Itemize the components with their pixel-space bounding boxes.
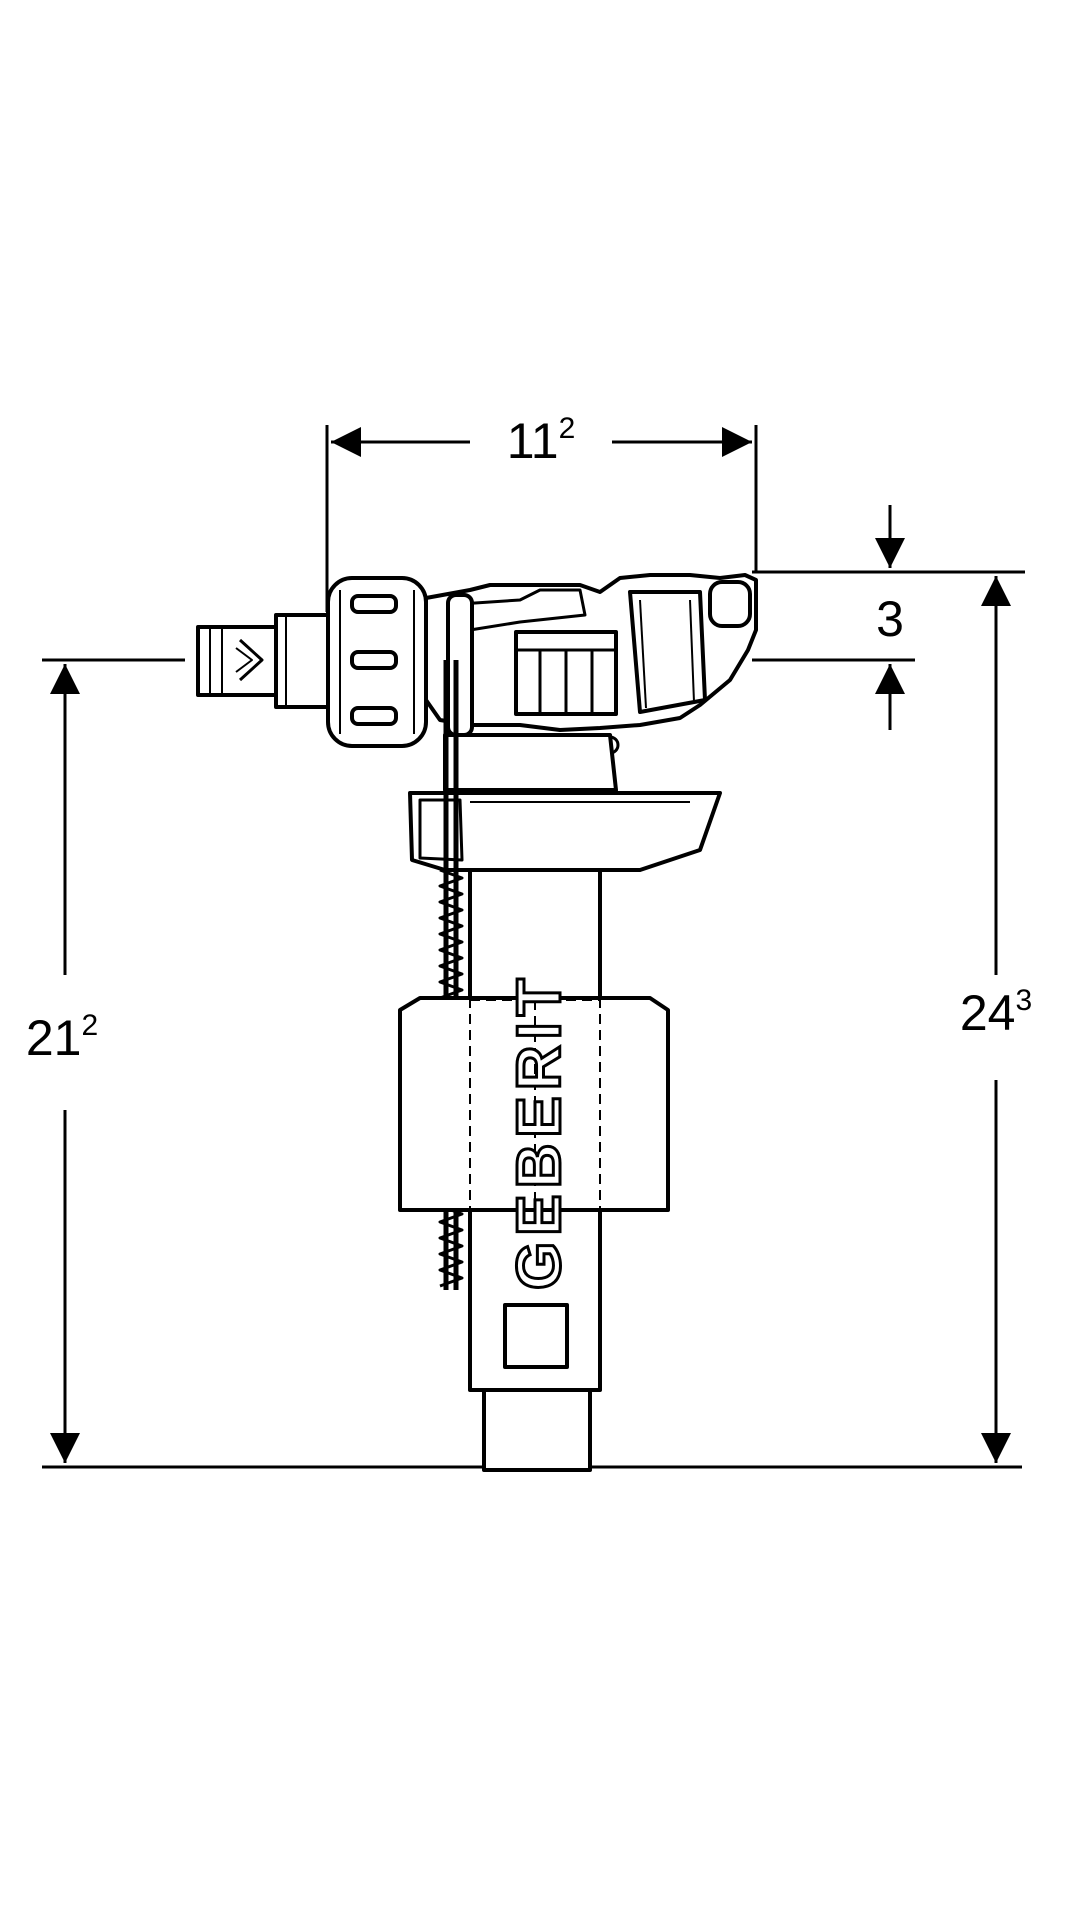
inlet-connector [196, 613, 330, 709]
union-nut [326, 576, 428, 748]
dimension-lines [42, 425, 1025, 1469]
dimension-height-left: 212 [26, 1009, 98, 1066]
float-collar [408, 733, 722, 872]
brand-logo-text: GEBERIT [505, 972, 574, 1290]
float [398, 996, 670, 1212]
dimension-width-top: 112 [507, 412, 576, 469]
dimension-top-offset: 3 [876, 591, 904, 647]
outlet-pipe [482, 1388, 592, 1472]
valve-head [424, 573, 758, 758]
fill-valve-illustration [196, 573, 758, 1472]
logo-square [503, 1303, 569, 1369]
dimension-height-right: 243 [960, 984, 1032, 1041]
